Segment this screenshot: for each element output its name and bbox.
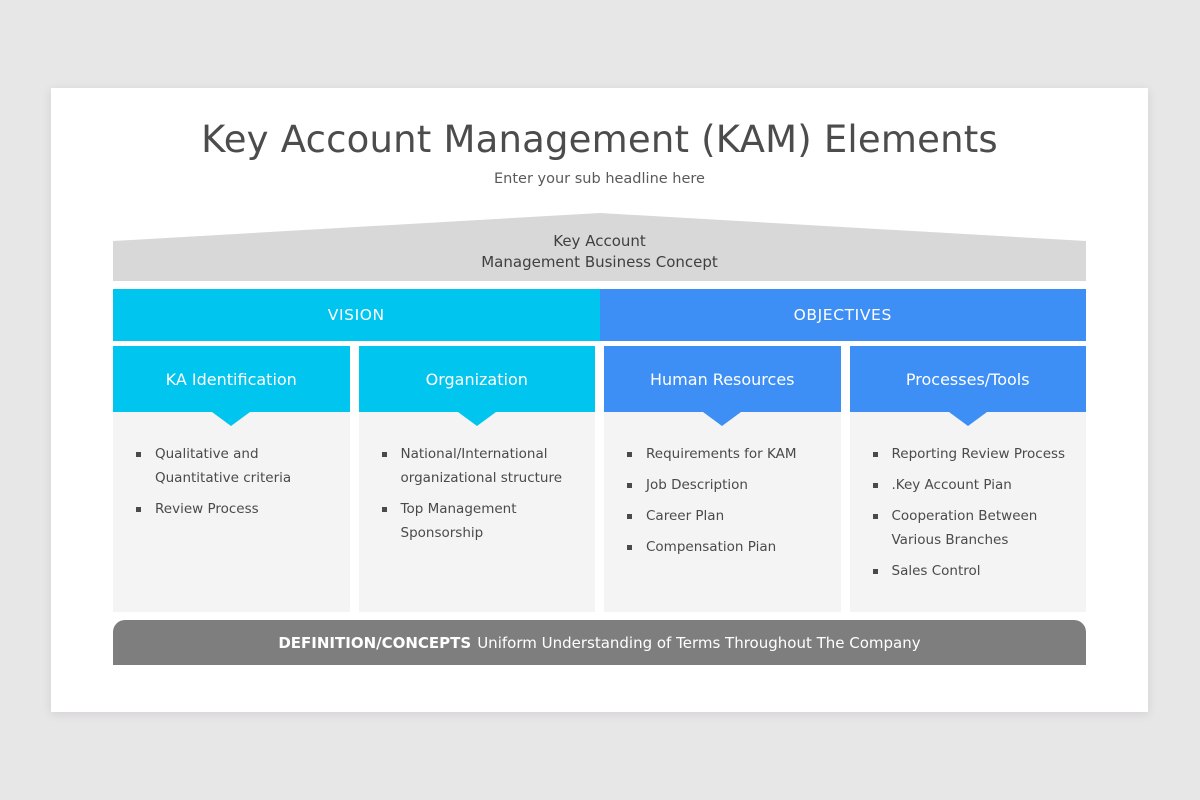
column-processes-tools: Processes/Tools Reporting Review Process…: [849, 346, 1086, 612]
foundation-label-strong: DEFINITION/CONCEPTS: [278, 633, 472, 652]
column-header-label: Processes/Tools: [905, 369, 1030, 389]
column-body-ka-identification: Qualitative and Quantitative criteria Re…: [113, 412, 350, 612]
column-header-label: Human Resources: [650, 369, 795, 389]
column-organization: Organization National/International orga…: [358, 346, 595, 612]
list-item: Career Plan: [626, 504, 827, 528]
column-human-resources: Human Resources Requirements for KAM Job…: [604, 346, 841, 612]
triangle-down-icon: [948, 412, 987, 426]
list-item: .Key Account Pian: [872, 473, 1073, 497]
foundation-bar: DEFINITION/CONCEPTS Uniform Understandin…: [113, 620, 1086, 665]
column-header-processes-tools[interactable]: Processes/Tools: [849, 346, 1086, 426]
column-body-processes-tools: Reporting Review Process .Key Account Pi…: [849, 412, 1086, 612]
band-label-vision: VISION: [327, 306, 385, 324]
column-header-human-resources[interactable]: Human Resources: [604, 346, 841, 426]
pillar-band: VISION OBJECTIVES: [113, 289, 1086, 341]
list-item: Compensation Pian: [626, 535, 827, 559]
kam-diagram: Key Account Management Business Concept …: [113, 213, 1086, 683]
bullet-list: Reporting Review Process .Key Account Pi…: [872, 442, 1073, 583]
triangle-down-icon: [212, 412, 251, 426]
list-item: Reporting Review Process: [872, 442, 1073, 466]
column-ka-identification: KA Identification Qualitative and Quanti…: [113, 346, 350, 612]
roof-label-line1: Key Account: [553, 232, 646, 250]
roof-shape-icon: [113, 213, 1086, 281]
foundation-label-rest: Uniform Understanding of Terms Throughou…: [477, 633, 921, 652]
band-label-objectives: OBJECTIVES: [793, 306, 892, 324]
list-item: Sales Control: [872, 559, 1073, 583]
triangle-down-icon: [457, 412, 496, 426]
slide-canvas: Key Account Management (KAM) Elements En…: [51, 88, 1148, 712]
column-header-ka-identification[interactable]: KA Identification: [113, 346, 350, 426]
list-item: Qualitative and Quantitative criteria: [135, 442, 336, 490]
bullet-list: Qualitative and Quantitative criteria Re…: [135, 442, 336, 521]
list-item: Top Management Sponsorship: [381, 497, 582, 545]
column-header-label: Organization: [425, 369, 528, 389]
roof-label: Key Account Management Business Concept: [113, 231, 1086, 273]
roof-banner: Key Account Management Business Concept: [113, 213, 1086, 281]
triangle-down-icon: [703, 412, 742, 426]
list-item: Cooperation Between Various Branches: [872, 504, 1073, 552]
column-group: KA Identification Qualitative and Quanti…: [113, 346, 1086, 612]
column-header-organization[interactable]: Organization: [358, 346, 595, 426]
band-cell-objectives[interactable]: OBJECTIVES: [599, 289, 1086, 341]
list-item: National/International organizational st…: [381, 442, 582, 490]
column-body-human-resources: Requirements for KAM Job Description Car…: [604, 412, 841, 612]
list-item: Job Description: [626, 473, 827, 497]
band-cell-vision[interactable]: VISION: [113, 289, 600, 341]
column-body-organization: National/International organizational st…: [358, 412, 595, 612]
roof-label-line2: Management Business Concept: [481, 253, 718, 271]
column-header-label: KA Identification: [165, 369, 297, 389]
bullet-list: Requirements for KAM Job Description Car…: [626, 442, 827, 559]
page-title: Key Account Management (KAM) Elements: [201, 118, 998, 161]
list-item: Requirements for KAM: [626, 442, 827, 466]
bullet-list: National/International organizational st…: [381, 442, 582, 545]
list-item: Review Process: [135, 497, 336, 521]
page-subtitle: Enter your sub headline here: [494, 171, 705, 187]
